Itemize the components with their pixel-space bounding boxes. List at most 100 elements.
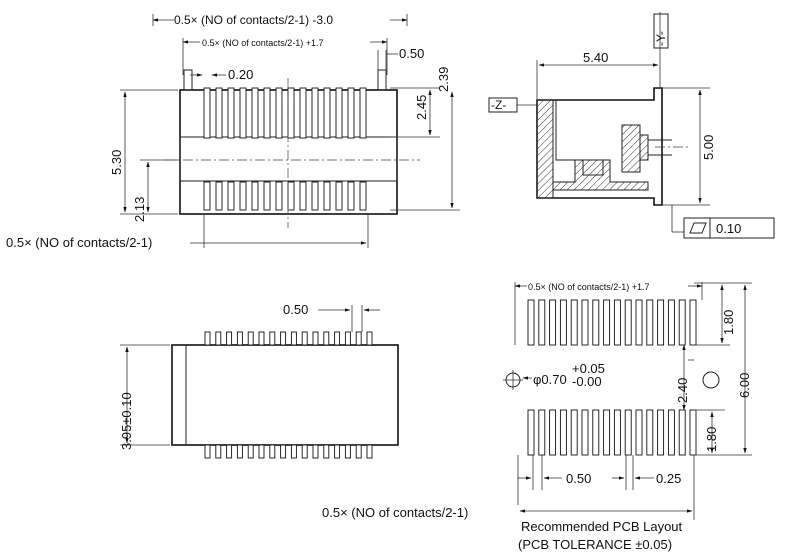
front-view-pin <box>290 331 297 346</box>
top-view-pin <box>239 181 247 211</box>
front-view-pin <box>323 331 330 346</box>
top-view-upper-pins <box>203 87 367 139</box>
pcb-180-bot-label: 1.80 <box>704 427 719 452</box>
front-pitch-label: 0.50 <box>283 302 308 317</box>
front-view-pin <box>301 444 308 459</box>
top-view-pin <box>215 181 223 211</box>
top-view-pin <box>311 87 319 139</box>
front-view-lower-pins <box>204 444 373 459</box>
front-view-pin <box>301 331 308 346</box>
front-view-pin <box>323 444 330 459</box>
height-500-label: 5.00 <box>701 135 716 160</box>
pcb-upper-pads <box>527 299 697 346</box>
pcb-240-label: 2.40 <box>675 378 690 403</box>
top-formula-17-label: 0.5× (NO of contacts/2-1) +1.7 <box>202 38 324 48</box>
side-view-hatch-contact <box>621 124 641 173</box>
flatness-value: 0.10 <box>716 221 741 236</box>
pcb-hole-right <box>702 371 720 389</box>
pcb-pad <box>603 409 611 456</box>
front-view-pin <box>204 331 211 346</box>
pcb-pad <box>657 409 665 456</box>
pcb-180-top-label: 1.80 <box>721 310 736 335</box>
pcb-pad <box>635 409 643 456</box>
height-245-label: 2.45 <box>414 95 429 120</box>
hole-tolerance-plus: +0.05 <box>572 361 605 376</box>
pcb-pad <box>646 299 654 346</box>
pcb-pad <box>538 299 546 346</box>
front-view-pin <box>355 444 362 459</box>
top-view-pin <box>299 87 307 139</box>
top-view-pin <box>227 181 235 211</box>
pcb-lower-pads <box>527 409 697 456</box>
pcb-pad <box>624 299 632 346</box>
front-view-pin <box>334 331 341 346</box>
top-view-pin <box>263 181 271 211</box>
top-view-pin <box>359 181 367 211</box>
pcb-pad <box>667 299 675 346</box>
height-395-label: 3.95±0.10 <box>119 392 134 450</box>
pin-width-label: 0.20 <box>228 67 253 82</box>
height-530-label: 5.30 <box>109 150 124 175</box>
front-view-pin <box>236 444 243 459</box>
pcb-pad <box>624 409 632 456</box>
front-view-pin <box>269 331 276 346</box>
front-view-pin <box>366 444 373 459</box>
pcb-pad <box>538 409 546 456</box>
bottom-formula-label: 0.5× (NO of contacts/2-1) <box>322 505 468 520</box>
height-239-label: 2.39 <box>436 67 451 92</box>
top-view: 0.5× (NO of contacts/2-1) -3.0 0.5× (NO … <box>6 13 460 250</box>
top-view-peg-right <box>377 69 387 91</box>
front-view-pin <box>215 331 222 346</box>
front-view-pin <box>258 331 265 346</box>
front-view-pin <box>290 444 297 459</box>
top-view-pin <box>347 181 355 211</box>
top-view-pin <box>239 87 247 139</box>
front-view-pin <box>355 331 362 346</box>
datum-z-label: -Z- <box>491 98 506 112</box>
top-view-pin <box>323 181 331 211</box>
front-view-pin <box>312 444 319 459</box>
datum-y-frame <box>653 13 669 49</box>
hole-tolerance-minus: -0.00 <box>572 374 602 389</box>
front-view-pin <box>344 444 351 459</box>
front-view-upper-pins <box>204 331 373 346</box>
flatness-icon <box>689 222 707 234</box>
front-view-pin <box>312 331 319 346</box>
pcb-pad <box>613 299 621 346</box>
front-view-pin <box>366 331 373 346</box>
front-view-pin <box>226 331 233 346</box>
pcb-layout: 0.5× (NO of contacts/2-1) +1.7 1.80 6.00… <box>322 282 752 552</box>
top-view-pin <box>203 181 211 211</box>
front-view-pin <box>204 444 211 459</box>
side-view: -Y- 5.40 -Z- 5.00 0.10 <box>488 12 775 239</box>
pcb-pad <box>549 299 557 346</box>
top-view-lower-pins <box>203 181 367 211</box>
flatness-frame <box>683 217 775 239</box>
top-pitch-label: 0.50 <box>399 46 424 61</box>
front-view-pin <box>269 444 276 459</box>
pcb-pad <box>678 299 686 346</box>
front-view-pin <box>334 444 341 459</box>
top-view-pin <box>359 87 367 139</box>
pcb-pad <box>603 299 611 346</box>
front-view-pin <box>344 331 351 346</box>
pcb-pad <box>646 409 654 456</box>
pcb-pad <box>613 409 621 456</box>
pcb-pad <box>527 299 535 346</box>
pcb-tolerance-note: (PCB TOLERANCE ±0.05) <box>518 537 672 552</box>
left-formula-label: 0.5× (NO of contacts/2-1) <box>6 235 152 250</box>
width-540-label: 5.40 <box>583 50 608 65</box>
pcb-pad <box>527 409 535 456</box>
top-view-pin <box>323 87 331 139</box>
top-view-pin <box>311 181 319 211</box>
pcb-pad <box>581 299 589 346</box>
top-view-pin <box>263 87 271 139</box>
top-view-pin <box>227 87 235 139</box>
side-view-hatch-left <box>536 99 554 199</box>
pcb-pad-width-label: 0.25 <box>656 471 681 486</box>
front-view-pin <box>280 444 287 459</box>
hole-diameter-label: φ0.70 <box>533 372 567 387</box>
pcb-pad <box>689 299 697 346</box>
front-view: 0.50 3.95±0.10 <box>119 302 399 459</box>
